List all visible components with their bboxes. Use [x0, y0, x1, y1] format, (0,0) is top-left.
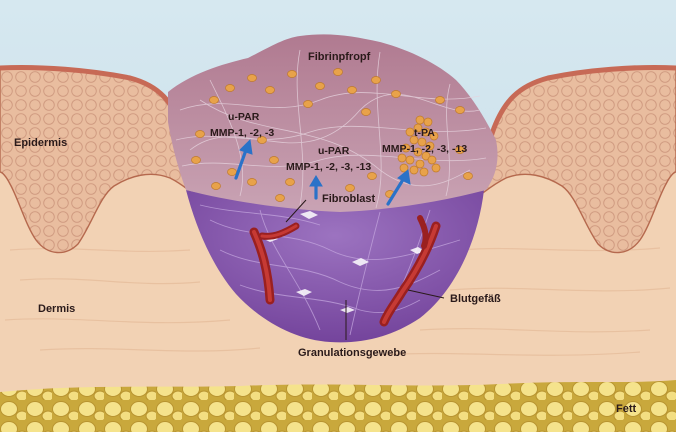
label-center-upar: u-PAR: [318, 145, 350, 157]
label-center-mmp: MMP-1, -2, -3, -13: [286, 161, 371, 173]
label-right-tpa: t-PA: [414, 127, 435, 139]
label-right-mmp: MMP-1, -2, -3, -13: [382, 143, 467, 155]
label-fibrin-plug: Fibrinpfropf: [308, 51, 371, 63]
label-fat: Fett: [616, 403, 637, 415]
label-left-upar: u-PAR: [228, 111, 260, 123]
label-fibroblast: Fibroblast: [322, 193, 376, 205]
label-blood-vessel: Blutgefäß: [450, 293, 501, 305]
fat-layer: [0, 380, 676, 432]
label-left-mmp: MMP-1, -2, -3: [210, 127, 274, 139]
label-granulation-tissue: Granulationsgewebe: [298, 347, 406, 359]
label-dermis: Dermis: [38, 303, 75, 315]
label-epidermis: Epidermis: [14, 137, 67, 149]
